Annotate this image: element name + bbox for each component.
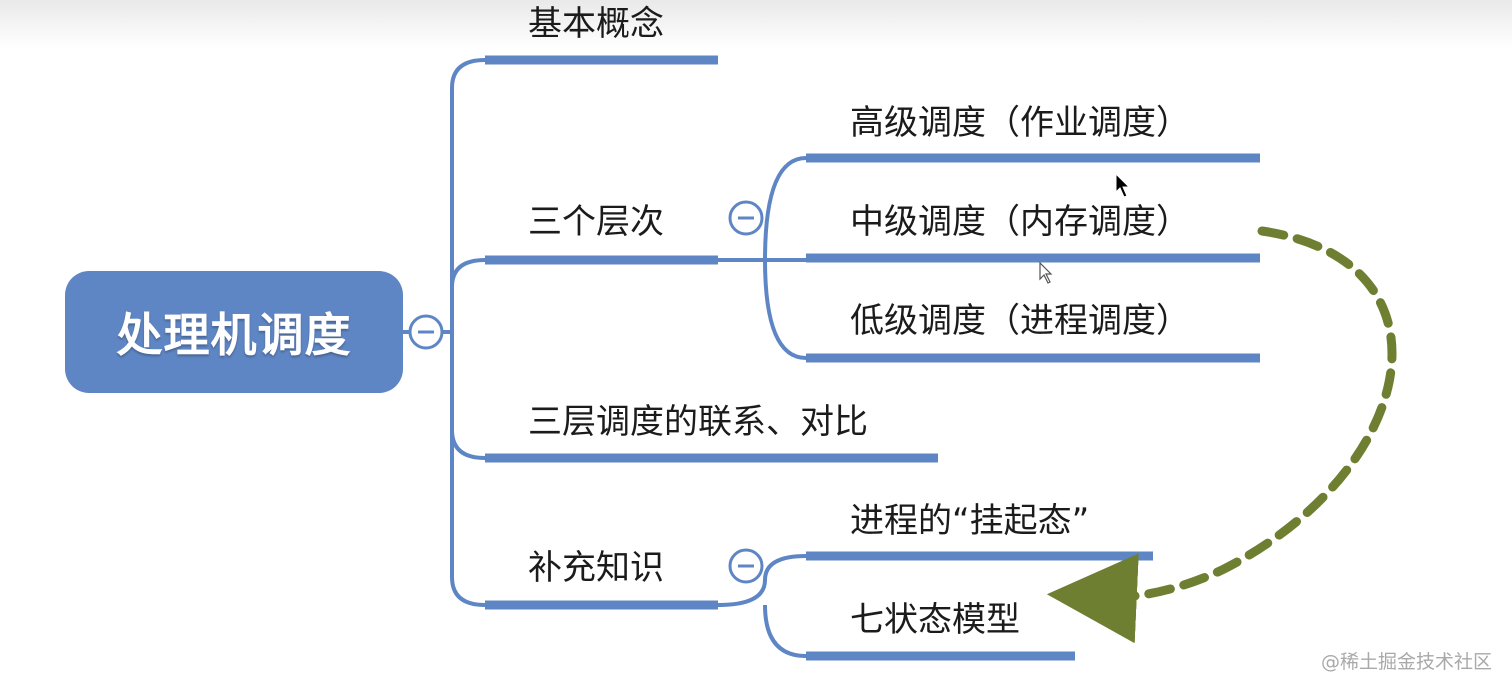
main-branch-spine xyxy=(450,58,486,607)
branch-curve-levels xyxy=(450,258,486,288)
collapse-supplement-button[interactable] xyxy=(728,548,764,584)
levels-child-connector-bottom xyxy=(763,259,807,360)
mindmap-root-node[interactable]: 处理机调度 xyxy=(65,271,403,393)
watermark-text: @稀土掘金技术社区 xyxy=(1320,651,1492,673)
branch-label-supplement[interactable]: 补充知识 xyxy=(528,548,664,588)
window-top-shade xyxy=(0,0,1512,48)
supplement-child-connector-top xyxy=(717,554,807,607)
branch-curve-comparison xyxy=(450,429,486,460)
collapse-root-button[interactable] xyxy=(408,314,444,350)
supplement-child-connector-bottom xyxy=(763,604,807,658)
child-label-low-level-scheduling[interactable]: 低级调度（进程调度） xyxy=(850,301,1190,341)
branch-label-basic-concepts[interactable]: 基本概念 xyxy=(528,4,664,44)
mouse-pointer-icon xyxy=(1115,172,1131,198)
branch-label-three-levels[interactable]: 三个层次 xyxy=(528,202,664,242)
root-node-label: 处理机调度 xyxy=(116,308,352,362)
collapse-three-levels-button[interactable] xyxy=(728,200,764,236)
mouse-pointer-icon xyxy=(1039,261,1053,284)
child-label-suspend-state[interactable]: 进程的“挂起态” xyxy=(850,501,1090,541)
levels-child-connector-top xyxy=(763,156,807,261)
branch-label-comparison[interactable]: 三层调度的联系、对比 xyxy=(528,402,868,442)
child-label-mid-level-scheduling[interactable]: 中级调度（内存调度） xyxy=(850,202,1190,242)
child-label-seven-state-model[interactable]: 七状态模型 xyxy=(850,600,1020,640)
child-label-high-level-scheduling[interactable]: 高级调度（作业调度） xyxy=(850,103,1190,143)
dashed-annotation-arrow xyxy=(1046,226,1397,644)
